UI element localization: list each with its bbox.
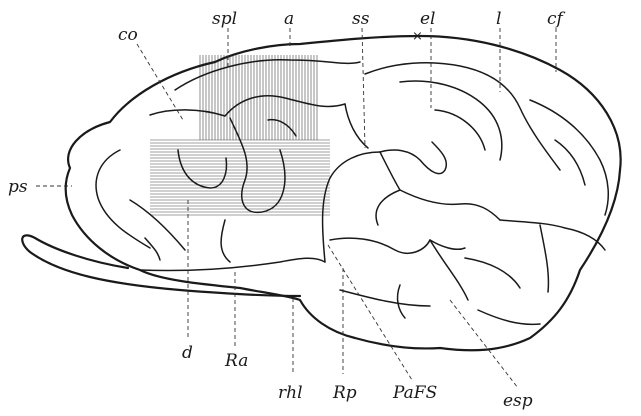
label-a: a xyxy=(284,9,294,29)
sulcus-24 xyxy=(435,110,485,150)
label-Rp: Rp xyxy=(332,383,357,403)
label-ps: ps xyxy=(8,177,28,197)
label-spl: spl xyxy=(212,9,237,29)
sulcus-9 xyxy=(323,152,380,262)
sulcus-13 xyxy=(330,238,430,253)
sulcus-12 xyxy=(400,190,500,220)
sulcus-23 xyxy=(400,81,502,160)
label-Ra: Ra xyxy=(224,351,248,371)
sulcus-17 xyxy=(398,285,405,318)
sulcus-3 xyxy=(230,118,285,212)
leader-co xyxy=(137,44,183,120)
sulcus-26 xyxy=(555,140,585,185)
sulcus-25 xyxy=(530,100,608,215)
sulcus-18 xyxy=(465,258,520,288)
label-cf: cf xyxy=(547,9,566,29)
label-rhl: rhl xyxy=(278,383,303,403)
leader-PaFS xyxy=(328,245,412,380)
label-ss: ss xyxy=(352,9,370,29)
sulcus-7 xyxy=(145,238,160,260)
sulcus-21 xyxy=(540,225,548,292)
sulcus-6 xyxy=(130,200,185,250)
label-el: el xyxy=(420,9,436,29)
hatched-area-lower xyxy=(150,140,330,215)
sulcus-22 xyxy=(365,63,560,170)
label-l: l xyxy=(496,9,501,29)
sulcus-8 xyxy=(221,220,230,262)
leader-ss xyxy=(362,28,365,148)
cross-mark: × xyxy=(412,29,423,44)
rhinal-line xyxy=(140,258,325,270)
sulcus-5 xyxy=(96,150,150,248)
label-esp: esp xyxy=(503,391,533,411)
sulcus-19 xyxy=(478,310,540,324)
sulcus-11 xyxy=(376,152,400,225)
hatched-area-upper xyxy=(200,55,317,140)
label-co: co xyxy=(118,25,138,45)
label-d: d xyxy=(182,343,193,363)
sulcus-10 xyxy=(380,142,446,174)
label-PaFS: PaFS xyxy=(392,383,437,403)
sulcus-20 xyxy=(500,220,605,250)
sulcus-16 xyxy=(340,290,430,306)
